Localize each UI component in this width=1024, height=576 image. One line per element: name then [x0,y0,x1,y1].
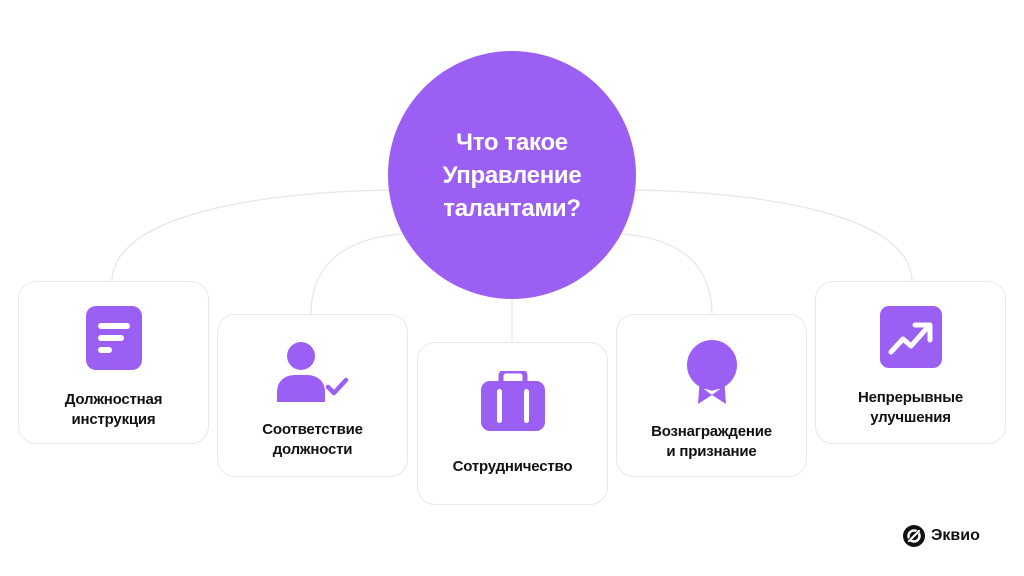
card-continuous-improvement: Непрерывные улучшения [815,281,1006,444]
trend-up-icon [879,306,942,368]
brand-logo: Эквио [903,525,980,547]
card-position-fit: Соответствие должности [217,314,408,477]
card-collaboration: Сотрудничество [417,342,608,505]
card-label: Вознаграждение и признание [651,423,772,460]
award-medal-icon [686,340,737,404]
center-title: Что такое Управление талантами? [442,128,582,222]
user-check-icon [276,342,348,402]
card-label: Соответствие должности [262,421,363,458]
card-label: Непрерывные улучшения [858,389,963,426]
brand-logo-text: Эквио [931,527,980,544]
document-icon [85,306,142,370]
briefcase-icon [480,371,545,431]
card-label: Сотрудничество [452,458,573,475]
center-topic-circle: Что такое Управление талантами? [388,51,636,299]
card-label: Должностная инструкция [64,391,163,428]
card-job-description: Должностная инструкция [18,281,209,444]
card-reward-recognition: Вознаграждение и признание [616,314,807,477]
brand-logo-icon [903,525,925,547]
